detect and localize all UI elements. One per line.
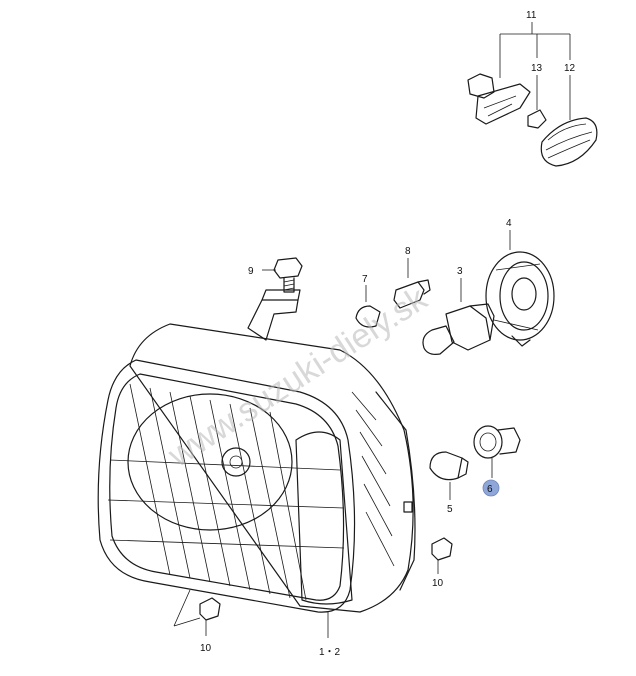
small-bulb <box>355 285 381 328</box>
part-label-4: 4 <box>506 218 512 229</box>
part-label-6: 6 <box>487 484 493 495</box>
part-label-1-2: 1・2 <box>319 647 341 658</box>
part-label-10-left: 10 <box>200 643 212 654</box>
part-label-12: 12 <box>564 63 576 74</box>
part-label-10-right: 10 <box>432 578 444 589</box>
bulb-socket <box>473 425 521 478</box>
part-label-8: 8 <box>405 246 411 257</box>
headlamp-housing <box>97 289 416 638</box>
watermark: www.suzuki-diely.sk <box>161 279 435 475</box>
clip-left <box>173 589 221 636</box>
bolt <box>262 257 303 293</box>
parking-bulb <box>429 451 469 500</box>
part-label-9: 9 <box>248 266 254 277</box>
socket-cover <box>485 230 555 347</box>
part-label-7: 7 <box>362 274 368 285</box>
small-bulb-socket <box>393 258 431 309</box>
headlight-bulb <box>422 278 495 355</box>
clip-right <box>431 537 453 574</box>
part-label-3: 3 <box>457 266 463 277</box>
side-marker-assembly <box>467 22 598 167</box>
part-label-11: 11 <box>526 10 537 21</box>
part-6-highlight <box>482 479 500 497</box>
part-label-13: 13 <box>531 63 543 74</box>
part-label-5: 5 <box>447 504 453 515</box>
